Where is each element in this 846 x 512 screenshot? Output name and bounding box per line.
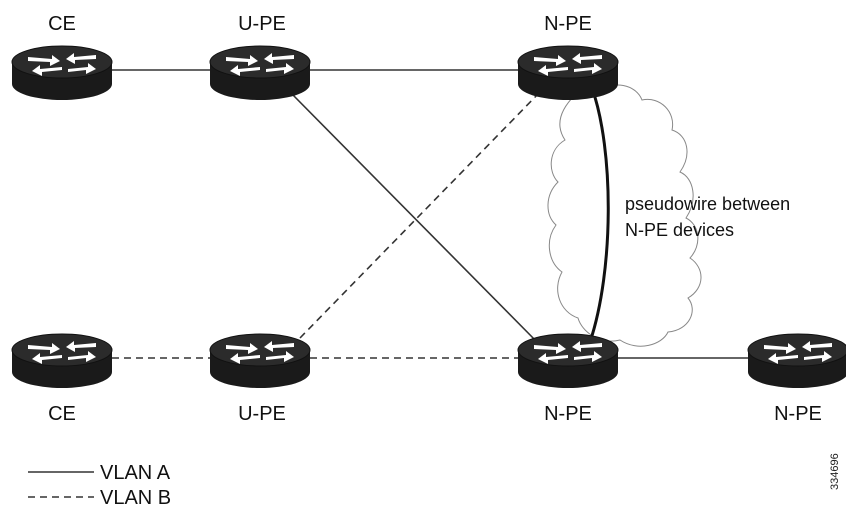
router-ce-top: [11, 45, 113, 101]
router-icon: [517, 45, 619, 101]
label-npe-bottom: N-PE: [544, 403, 592, 425]
router-npe-bottom: [517, 333, 619, 389]
pseudowire-line: [588, 87, 610, 343]
router-npe-top: [517, 45, 619, 101]
router-npe-right: [747, 333, 846, 389]
router-upe-bottom: [209, 333, 311, 389]
router-upe-top: [209, 45, 311, 101]
legend-solid-label: VLAN A: [100, 462, 171, 484]
router-ce-bottom: [11, 333, 113, 389]
legend: VLAN A VLAN B: [28, 462, 171, 509]
label-upe-top: U-PE: [238, 13, 286, 35]
pseudowire-cloud: [547, 84, 702, 347]
label-upe-bottom: U-PE: [238, 403, 286, 425]
router-icon: [517, 333, 619, 389]
label-npe-right: N-PE: [774, 403, 822, 425]
router-icon: [209, 45, 311, 101]
router-icon: [11, 45, 113, 101]
legend-dashed-label: VLAN B: [100, 487, 171, 509]
label-npe-top: N-PE: [544, 13, 592, 35]
router-icon: [747, 333, 846, 389]
pseudowire-label-line1: pseudowire between: [625, 194, 790, 214]
label-ce-top: CE: [48, 13, 76, 35]
link-upe-bottom-npe-top: [299, 91, 541, 339]
figure-id: 334696: [829, 453, 841, 490]
link-upe-top-npe-bottom: [289, 91, 541, 346]
router-icon: [209, 333, 311, 389]
router-icon: [11, 333, 113, 389]
label-ce-bottom: CE: [48, 403, 76, 425]
pseudowire-label-line2: N-PE devices: [625, 220, 734, 240]
